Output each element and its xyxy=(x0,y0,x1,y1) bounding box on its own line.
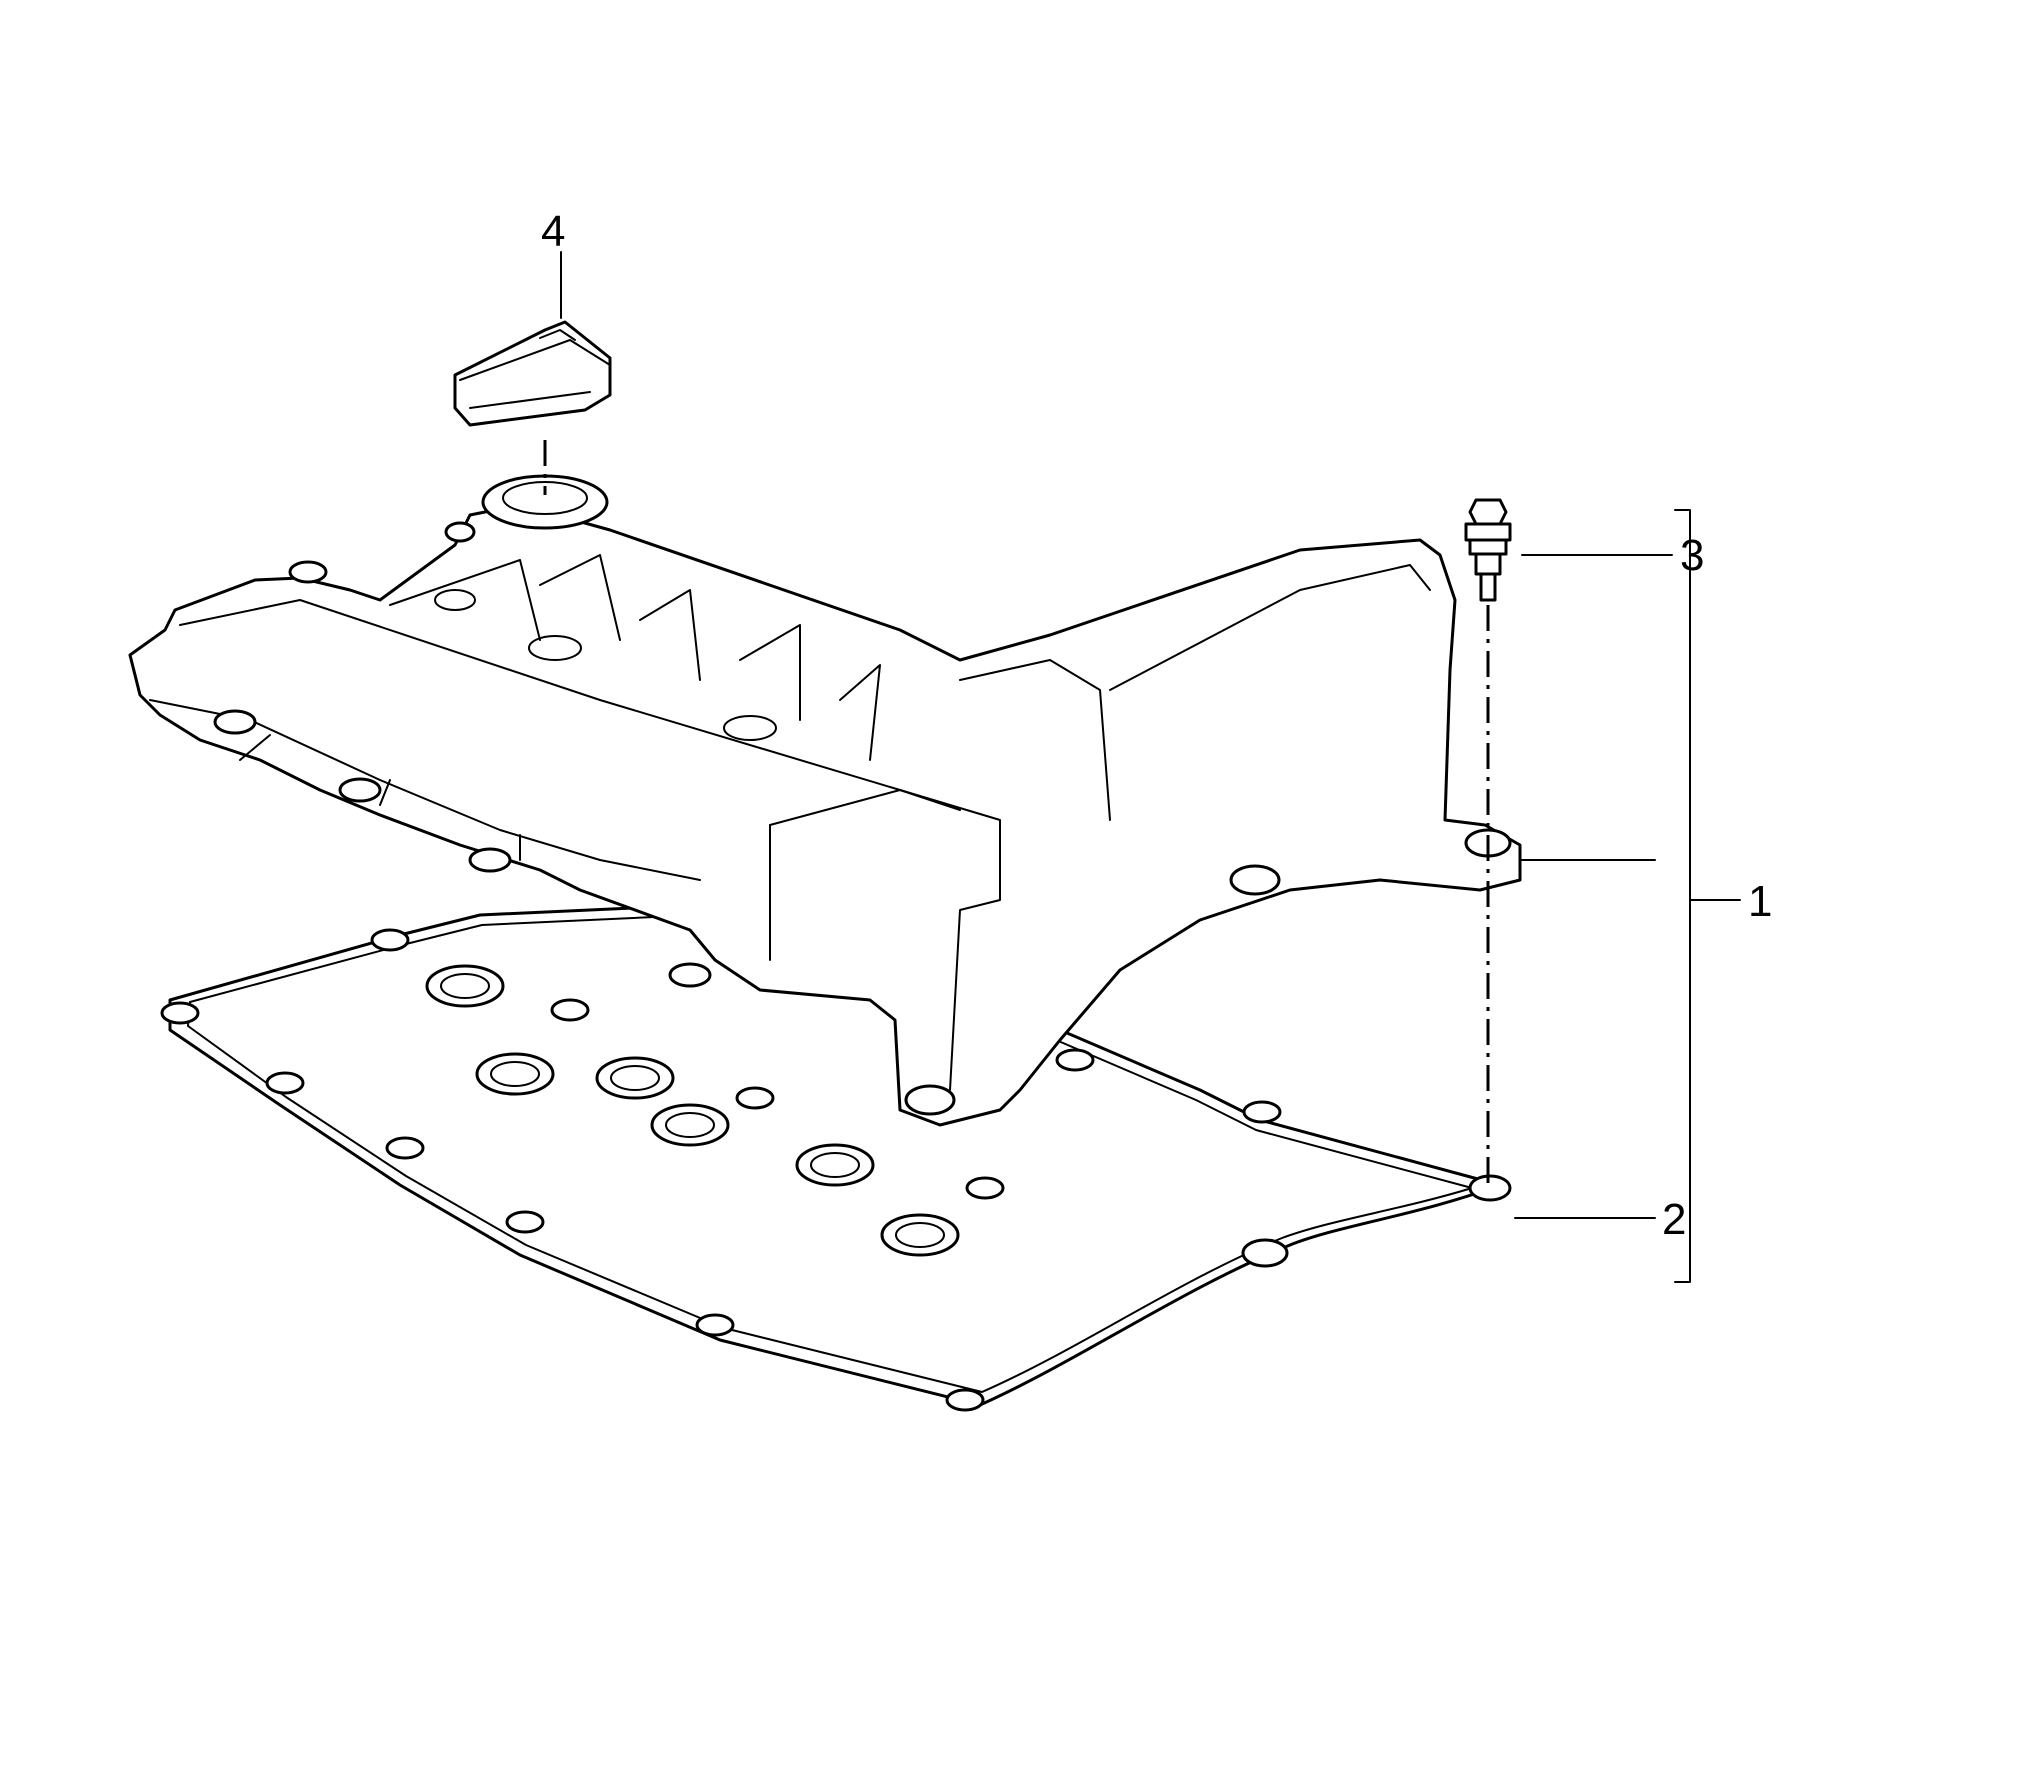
mounting-bolt xyxy=(1464,498,1512,602)
callout-4: 4 xyxy=(541,207,565,256)
valve-cover-gasket xyxy=(160,898,1512,1412)
callout-2: 2 xyxy=(1662,1195,1686,1244)
oil-filler-cap xyxy=(453,320,612,427)
callout-1: 1 xyxy=(1748,877,1772,926)
leader-lines xyxy=(560,251,1741,1283)
valve-cover xyxy=(128,474,1522,1127)
callout-3: 3 xyxy=(1680,531,1704,580)
